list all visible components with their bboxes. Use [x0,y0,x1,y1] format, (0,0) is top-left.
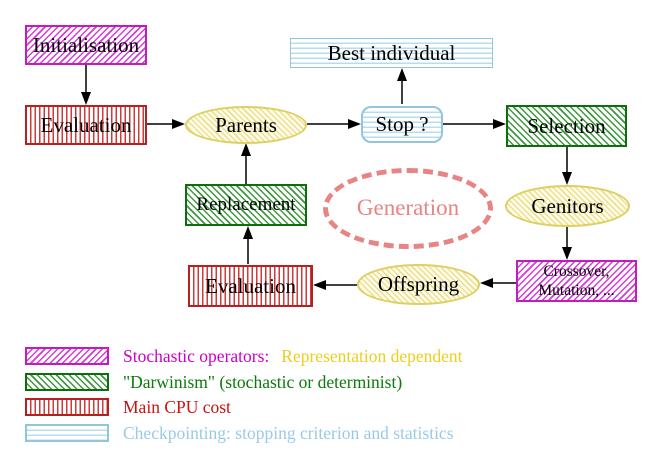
legend-item-main-cpu-cost: Main CPU cost [123,397,231,417]
arrow-stop-to-selection [443,119,506,129]
arrow-replacement-to-parents [241,143,251,184]
arrow-genitors-to-crossover [562,227,572,260]
arrow-initialisation-to-evaluation [81,65,91,105]
crossover-label-line2: Mutation, ... [538,282,615,299]
node-evaluation-bottom[interactable]: Evaluation [188,265,313,307]
node-initialisation[interactable]: Initialisation [25,25,147,65]
green-diagonal-hatch-swatch [25,373,109,391]
arrow-stop-to-best-individual [397,68,407,104]
legend-label-checkpointing: Checkpointing: stopping criterion and st… [123,422,454,443]
red-vertical-lines-swatch [25,398,109,416]
node-crossover-mutation[interactable]: Crossover, Mutation, ... [516,260,637,302]
node-offspring[interactable]: Offspring [357,264,480,305]
legend-label-darwinism: "Darwinism" (stochastic or determinist) [123,371,403,392]
cyan-horizontal-lines-swatch [25,424,109,442]
node-selection[interactable]: Selection [506,105,627,147]
node-genitors[interactable]: Genitors [505,185,630,227]
legend-item-checkpointing: Checkpointing: stopping criterion and st… [123,423,454,443]
arrow-crossover-to-offspring [480,278,516,288]
legend-item-stochastic-operators: Stochastic operators: Representation dep… [123,346,463,366]
legend-item-darwinism: "Darwinism" (stochastic or determinist) [123,372,402,392]
node-replacement[interactable]: Replacement [185,184,307,226]
arrow-selection-to-genitors [562,147,572,185]
node-generation: Generation [323,168,493,249]
node-parents[interactable]: Parents [185,106,307,144]
arrow-evaluation-to-parents [147,119,185,129]
crossover-label-line1: Crossover, [543,262,610,280]
legend-label-stochastic-operators: Stochastic operators: [123,345,270,366]
arrow-parents-to-stop [307,119,361,129]
node-best-individual[interactable]: Best individual [290,38,493,68]
legend-label-main-cpu-cost: Main CPU cost [123,396,231,417]
node-evaluation-top[interactable]: Evaluation [25,105,147,145]
node-stop[interactable]: Stop ? [361,106,443,143]
magenta-diagonal-hatch-swatch [25,347,109,365]
arrow-evaluation-to-replacement [243,226,253,264]
legend-label-representation-dependent: Representation dependent [281,345,463,366]
arrow-offspring-to-evaluation [313,280,357,290]
